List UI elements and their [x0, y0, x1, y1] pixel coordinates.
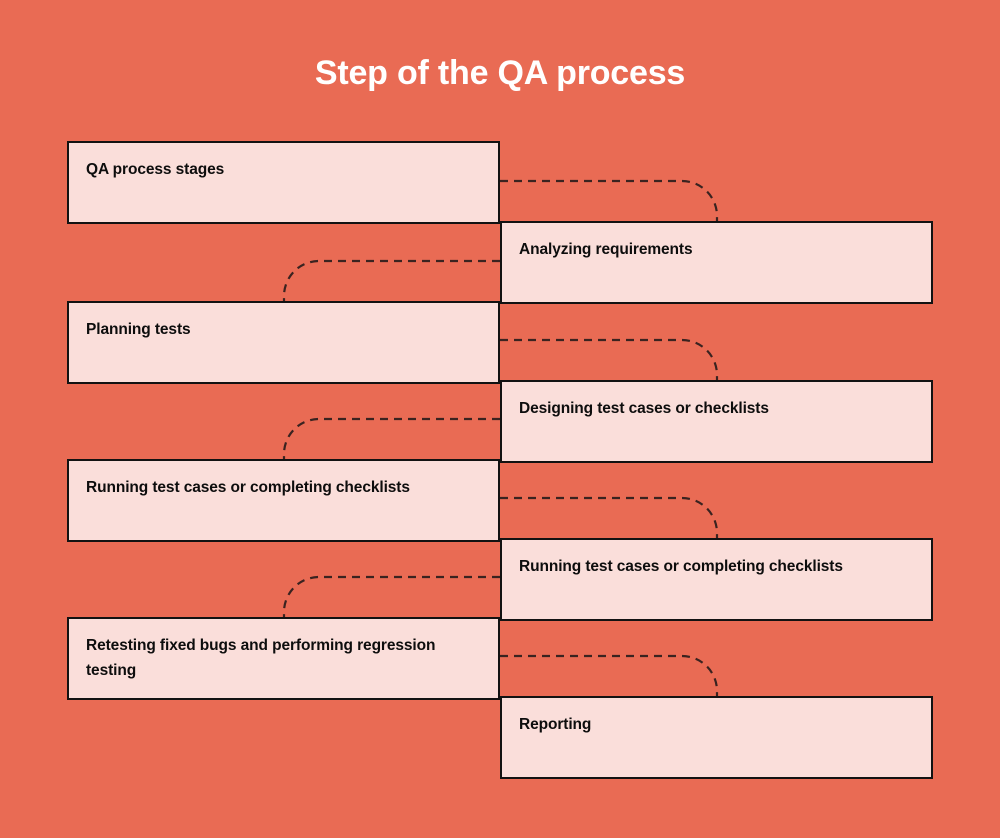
- step-label-2: Analyzing requirements: [519, 241, 693, 258]
- step-label-3: Planning tests: [86, 321, 191, 338]
- step-box-1[interactable]: QA process stages: [67, 141, 500, 224]
- step-box-6[interactable]: Running test cases or completing checkli…: [500, 538, 933, 621]
- step-label-5: Running test cases or completing checkli…: [86, 479, 410, 496]
- step-box-8[interactable]: Reporting: [500, 696, 933, 779]
- step-box-4[interactable]: Designing test cases or checklists: [500, 380, 933, 463]
- step-label-8: Reporting: [519, 716, 592, 733]
- page-title: Step of the QA process: [314, 54, 686, 92]
- step-box-3[interactable]: Planning tests: [67, 301, 500, 384]
- step-label-1: QA process stages: [86, 161, 225, 178]
- step-box-7[interactable]: Retesting fixed bugs and performing regr…: [67, 617, 500, 700]
- step-label-7: Retesting fixed bugs and performing regr…: [86, 637, 436, 679]
- step-label-6: Running test cases or completing checkli…: [519, 558, 843, 575]
- step-box-2[interactable]: Analyzing requirements: [500, 221, 933, 304]
- step-box-5[interactable]: Running test cases or completing checkli…: [67, 459, 500, 542]
- step-label-4: Designing test cases or checklists: [519, 400, 769, 417]
